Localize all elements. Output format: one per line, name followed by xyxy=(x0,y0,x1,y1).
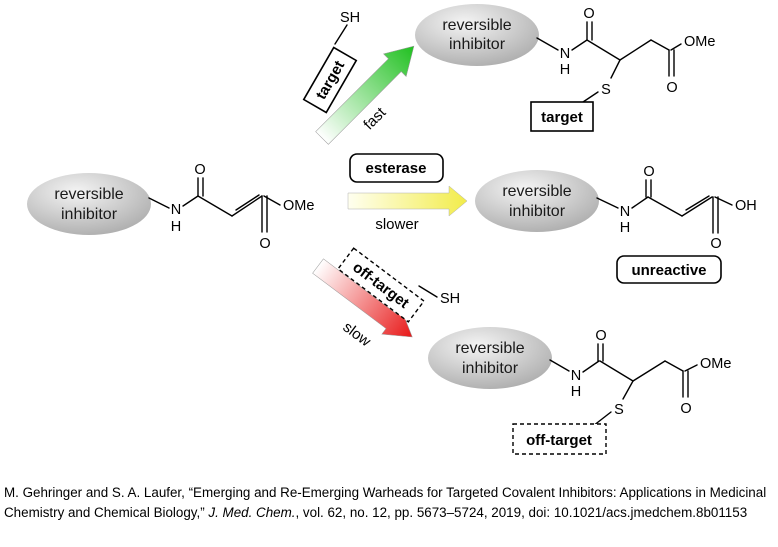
off-target-box xyxy=(512,423,607,455)
atom-H: H xyxy=(560,62,570,78)
bond xyxy=(197,195,233,217)
atom-O: O xyxy=(583,6,594,22)
bond xyxy=(664,360,684,372)
atom-O: O xyxy=(666,80,677,96)
target-product: reversible inhibitor N H O S O OMe targe… xyxy=(415,4,715,132)
atom-O: O xyxy=(643,164,654,180)
atom-O: O xyxy=(259,236,270,252)
bond xyxy=(599,360,634,382)
bond xyxy=(586,39,621,61)
atom-S: S xyxy=(601,82,611,98)
bond xyxy=(263,195,281,206)
slow-label: slow xyxy=(340,319,374,351)
bond-thiol xyxy=(418,285,438,298)
bond xyxy=(632,360,666,382)
atom-N: N xyxy=(571,368,581,384)
off-target-product: reversible inhibitor N H O S O OMe off-t… xyxy=(428,327,731,455)
slow-pathway: slow off-target SH xyxy=(312,247,460,351)
bond xyxy=(582,360,600,373)
inhibitor-label-line1: reversible xyxy=(54,186,123,203)
bond-alkene xyxy=(685,195,710,211)
bond xyxy=(596,197,619,209)
bond xyxy=(148,197,170,209)
inhibitor-label-line2: inhibitor xyxy=(462,360,519,377)
bond xyxy=(650,39,670,51)
citation-authors-title: M. Gehringer and S. A. Laufer, “Emerging… xyxy=(4,485,767,520)
atom-SH: SH xyxy=(440,291,460,307)
citation-journal: J. Med. Chem. xyxy=(208,504,296,520)
bond xyxy=(182,195,199,207)
bond xyxy=(571,39,588,51)
inhibitor-label-line1: reversible xyxy=(502,183,571,200)
bond xyxy=(670,43,682,51)
fast-arrow xyxy=(315,45,415,145)
inhibitor-oval xyxy=(415,4,539,66)
fast-pathway: fast target SH xyxy=(302,10,415,145)
slower-arrow xyxy=(347,185,468,217)
citation-details: , vol. 62, no. 12, pp. 5673–5724, 2019, … xyxy=(295,504,748,520)
bond xyxy=(592,411,612,427)
atom-SH: SH xyxy=(340,10,360,26)
bond-alkene xyxy=(235,194,260,211)
atom-N: N xyxy=(560,46,570,62)
bond-alkene xyxy=(231,195,263,217)
esterase-box xyxy=(349,153,444,183)
target-thiol-box xyxy=(302,46,358,114)
bond xyxy=(549,359,570,372)
bond xyxy=(684,364,698,372)
inhibitor-label-line2: inhibitor xyxy=(509,203,566,220)
atom-OH: OH xyxy=(735,198,757,214)
inhibitor-label-line2: inhibitor xyxy=(449,36,506,53)
bond xyxy=(647,196,683,217)
atom-O: O xyxy=(194,162,205,178)
inhibitor-label-line1: reversible xyxy=(455,340,524,357)
target-box xyxy=(530,101,594,132)
esterase-pathway: esterase slower xyxy=(347,153,468,233)
bond xyxy=(714,196,733,206)
inhibitor-oval xyxy=(428,327,552,389)
atom-OMe: OMe xyxy=(684,34,715,50)
atom-OMe: OMe xyxy=(700,356,731,372)
citation: M. Gehringer and S. A. Laufer, “Emerging… xyxy=(4,483,776,522)
acid-product: reversible inhibitor N H O O OH unreacti… xyxy=(475,164,757,284)
bond xyxy=(619,39,652,61)
bond xyxy=(536,37,559,51)
unreactive-box xyxy=(616,255,722,284)
unreactive-label: unreactive xyxy=(631,262,706,279)
inhibitor-oval xyxy=(27,173,151,235)
bond-thiol xyxy=(334,24,348,45)
slower-label: slower xyxy=(375,216,418,233)
inhibitor-label-line2: inhibitor xyxy=(61,206,118,223)
off-target-label: off-target xyxy=(526,432,592,449)
inhibitor-oval xyxy=(475,170,599,232)
esterase-label: esterase xyxy=(366,160,427,177)
bond xyxy=(622,380,634,400)
atom-N: N xyxy=(171,202,181,218)
target-label: target xyxy=(541,109,583,126)
atom-O: O xyxy=(680,401,691,417)
atom-H: H xyxy=(171,219,181,235)
bond-alkene xyxy=(681,196,713,217)
bond xyxy=(610,59,621,79)
atom-H: H xyxy=(571,384,581,400)
bond xyxy=(631,196,649,209)
starting-material: reversible inhibitor N H O O OMe xyxy=(27,162,314,252)
inhibitor-label-line1: reversible xyxy=(442,17,511,34)
atom-O: O xyxy=(710,236,721,252)
atom-OMe: OMe xyxy=(283,198,314,214)
atom-O: O xyxy=(595,328,606,344)
atom-H: H xyxy=(620,220,630,236)
atom-S: S xyxy=(614,402,624,418)
atom-N: N xyxy=(620,204,630,220)
